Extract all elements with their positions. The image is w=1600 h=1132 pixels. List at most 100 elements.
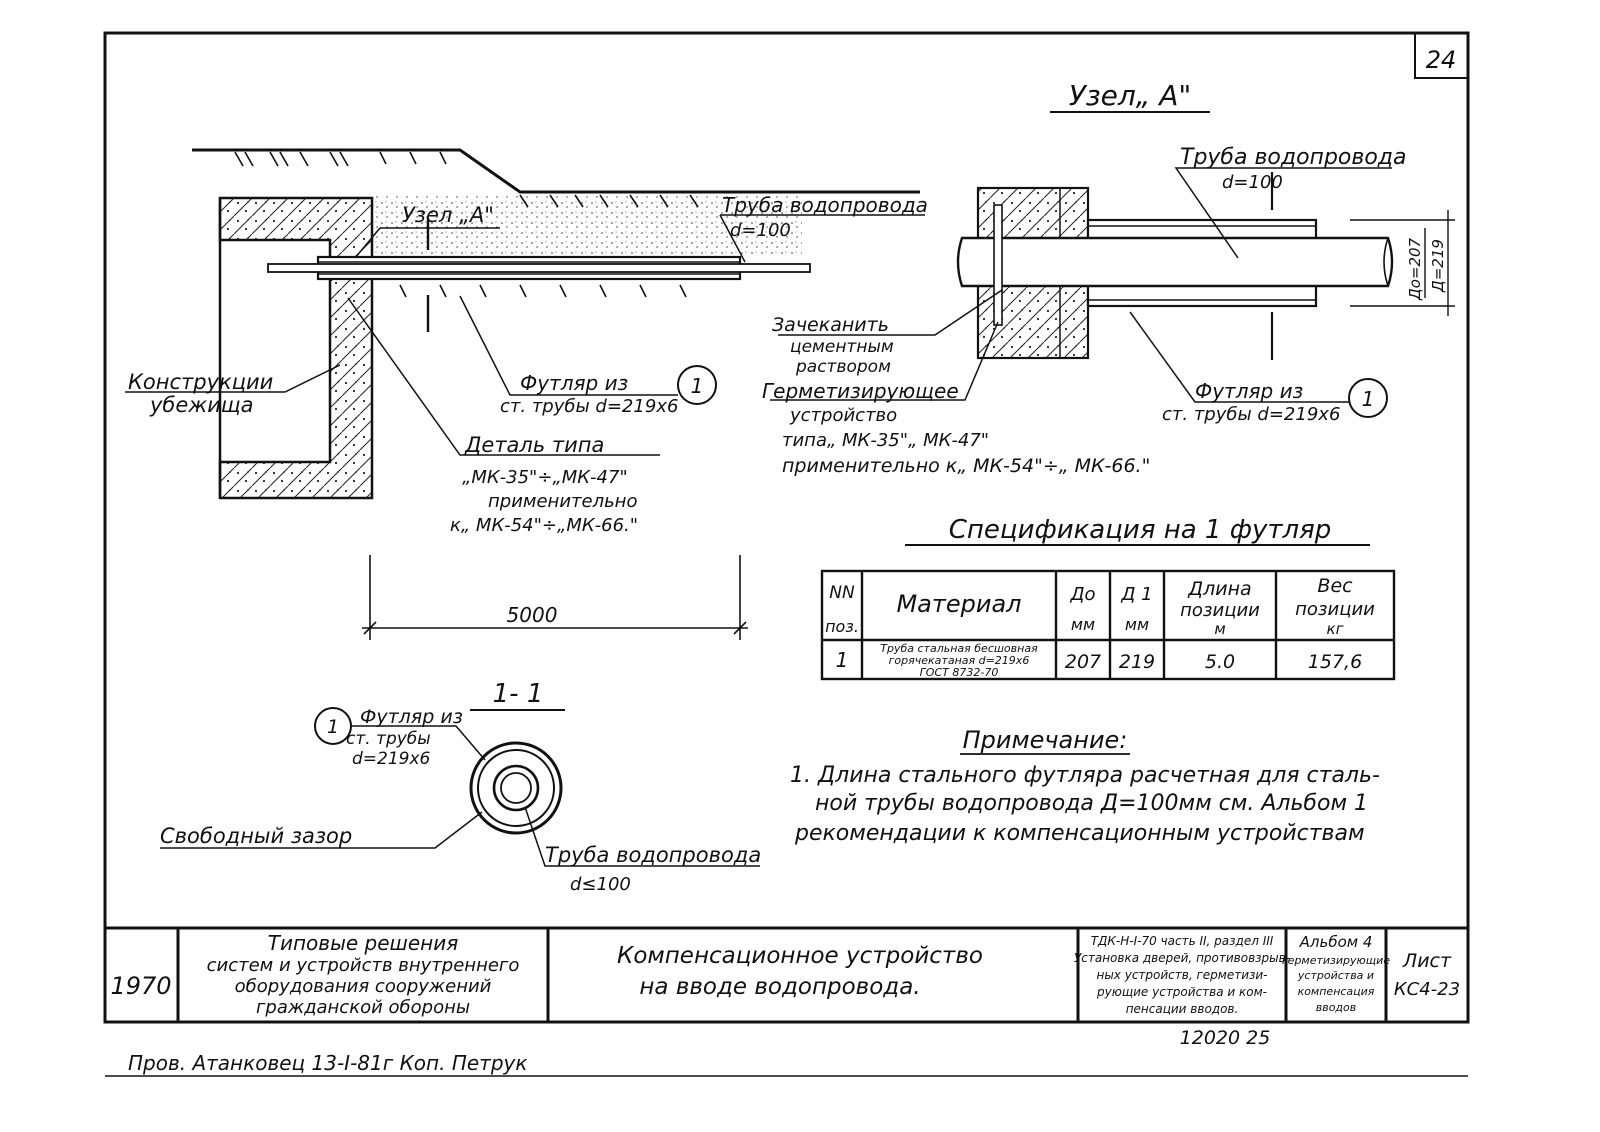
sheet-number-box <box>1414 32 1469 79</box>
structure-label-2: убежища <box>149 393 254 417</box>
sheet-number: 24 <box>1426 46 1457 74</box>
node-sleeve-pos-circle <box>1348 378 1388 418</box>
section-pos-circle <box>314 707 352 745</box>
cell-wt: 157,6 <box>1308 651 1362 673</box>
section-view: 1- 1 1 Футляр из ст. трубы d=219х6 Свобо… <box>160 679 761 895</box>
tb-series-1: Типовые решения <box>268 931 458 955</box>
node-pipe <box>956 236 1394 288</box>
dim-inner: Дo=207 <box>1406 237 1424 301</box>
caulk-3: раствором <box>795 357 891 377</box>
hdr-wt-2: позиции <box>1295 599 1375 620</box>
section-sleeve-3: d=219х6 <box>352 749 431 769</box>
hdr-d1-1: Д 1 <box>1120 584 1152 605</box>
node-sleeve-label: Футляр из <box>1195 379 1303 403</box>
soil-fill <box>372 195 802 255</box>
hdr-material: Материал <box>896 590 1021 618</box>
tb-album-3: устройства и <box>1297 969 1374 982</box>
cell-d1: 219 <box>1119 651 1155 673</box>
tb-album-2: герметизирующие <box>1282 954 1390 967</box>
hdr-wt-1: Вес <box>1317 575 1353 597</box>
seal-4: применительно к„ МК-54"÷„ МК-66." <box>782 455 1150 477</box>
seal-plate <box>993 204 1003 326</box>
pipe-inner-ring <box>500 772 532 804</box>
signature: Пров. Атанковец 13-I-81г Коп. Петрук <box>128 1051 527 1075</box>
note-line-1: 1. Длина стального футляра расчетная для… <box>790 763 1380 788</box>
node-sleeve-spec: ст. трубы d=219х6 <box>1162 404 1340 425</box>
tb-album-1: Альбом 4 <box>1299 933 1373 951</box>
node-view: Узел„ А" Дo=207 Д=219 <box>762 79 1455 477</box>
hdr-d0-2: мм <box>1071 615 1095 634</box>
leader-lines <box>125 214 925 456</box>
detail-label-2: „МК-35"÷„МК-47" <box>462 467 628 488</box>
hdr-pos-2: поз. <box>825 617 859 636</box>
cell-mat-1: Труба стальная бесшовная <box>880 642 1038 655</box>
tb-archive: 12020 25 <box>1180 1027 1271 1049</box>
cell-pos: 1 <box>836 648 849 672</box>
sleeve-label: Футляр из <box>520 371 628 395</box>
water-pipe <box>267 263 811 273</box>
node-sleeve-pos: 1 <box>1362 387 1375 411</box>
tb-ref-3: ных устройств, герметизи- <box>1096 968 1267 982</box>
tb-series-3: оборудования сооружений <box>235 976 492 997</box>
hdr-d0-1: Дo <box>1069 584 1095 605</box>
ground-hatching <box>234 151 699 298</box>
pipe-diameter: d=100 <box>730 220 791 241</box>
section-title: 1- 1 <box>493 679 544 709</box>
detail-label-4: к„ МК-54"÷„МК-66." <box>450 515 638 536</box>
cell-mat-2: горячекатаная d=219х6 <box>889 654 1030 667</box>
section-pipe-diameter: d≤100 <box>570 874 631 895</box>
cell-mat-3: ГОСТ 8732-70 <box>920 666 999 679</box>
dimension-value: 5000 <box>507 603 558 627</box>
section-sleeve-1: Футляр из <box>360 706 463 728</box>
tb-sheet-code: КС4-23 <box>1394 979 1460 1000</box>
dim-outer: Д=219 <box>1429 239 1447 293</box>
shelter-structure <box>218 196 374 500</box>
tb-year: 1970 <box>110 972 171 1000</box>
tb-series-4: гражданской обороны <box>256 997 470 1018</box>
caulk-1: Зачеканить <box>772 314 889 336</box>
sleeve-pos: 1 <box>691 374 704 398</box>
note-title: Примечание: <box>963 726 1128 754</box>
sleeve-pos-circle <box>677 365 717 405</box>
note-block: Примечание: 1. Длина стального футляра р… <box>790 726 1380 846</box>
structure-label-1: Конструкции <box>128 370 273 394</box>
section-pipe-label: Труба водопровода <box>545 843 761 867</box>
tb-ref-5: пенсации вводов. <box>1126 1002 1239 1016</box>
seal-2: устройство <box>789 405 897 426</box>
tb-series-2: систем и устройств внутреннего <box>207 955 520 976</box>
cell-d0: 207 <box>1065 651 1101 673</box>
ground-line <box>192 148 920 194</box>
hdr-len-3: м <box>1214 620 1225 638</box>
seal-3: типа„ МК-35"„ МК-47" <box>782 430 989 451</box>
node-label: Узел „А" <box>402 203 494 227</box>
gap-label: Свободный зазор <box>160 824 352 848</box>
hdr-pos-1: NN <box>829 583 855 603</box>
note-line-2: ной трубы водопровода Д=100мм см. Альбом… <box>815 791 1368 816</box>
hdr-len-2: позиции <box>1180 600 1260 621</box>
detail-label-1: Деталь типа <box>464 433 604 457</box>
title-block: 1970 Типовые решения систем и устройств … <box>105 926 1468 1049</box>
caulk-2: цементным <box>790 337 894 357</box>
hdr-wt-3: кг <box>1327 620 1344 638</box>
cell-len: 5.0 <box>1205 651 1235 673</box>
tb-album-4: компенсация <box>1298 985 1375 998</box>
node-dimensions <box>1350 210 1455 316</box>
dimension-5000 <box>362 555 748 640</box>
node-title: Узел„ А" <box>1069 79 1192 112</box>
tb-album-5: вводов <box>1316 1001 1357 1014</box>
pipe-label: Труба водопровода <box>722 193 928 217</box>
sheet-frame <box>103 31 1470 1024</box>
spec-title: Спецификация на 1 футляр <box>949 515 1332 545</box>
tb-sheet-label: Лист <box>1402 950 1452 972</box>
node-pipe-label: Труба водопровода <box>1180 145 1407 170</box>
section-pos: 1 <box>327 716 339 738</box>
hdr-len-1: Длина <box>1187 578 1251 600</box>
main-view: 1 Узел „А" Труба водопровода d=100 Футля… <box>125 148 928 640</box>
hdr-d1-2: мм <box>1125 615 1149 634</box>
sleeve-spec: ст. трубы d=219х6 <box>500 396 678 417</box>
node-pipe-diameter: d=100 <box>1222 172 1283 193</box>
tb-ref-4: рующие устройства и ком- <box>1096 985 1267 999</box>
section-leaders <box>160 725 760 867</box>
spec-table: Спецификация на 1 футляр NN поз. Материа… <box>820 515 1396 681</box>
